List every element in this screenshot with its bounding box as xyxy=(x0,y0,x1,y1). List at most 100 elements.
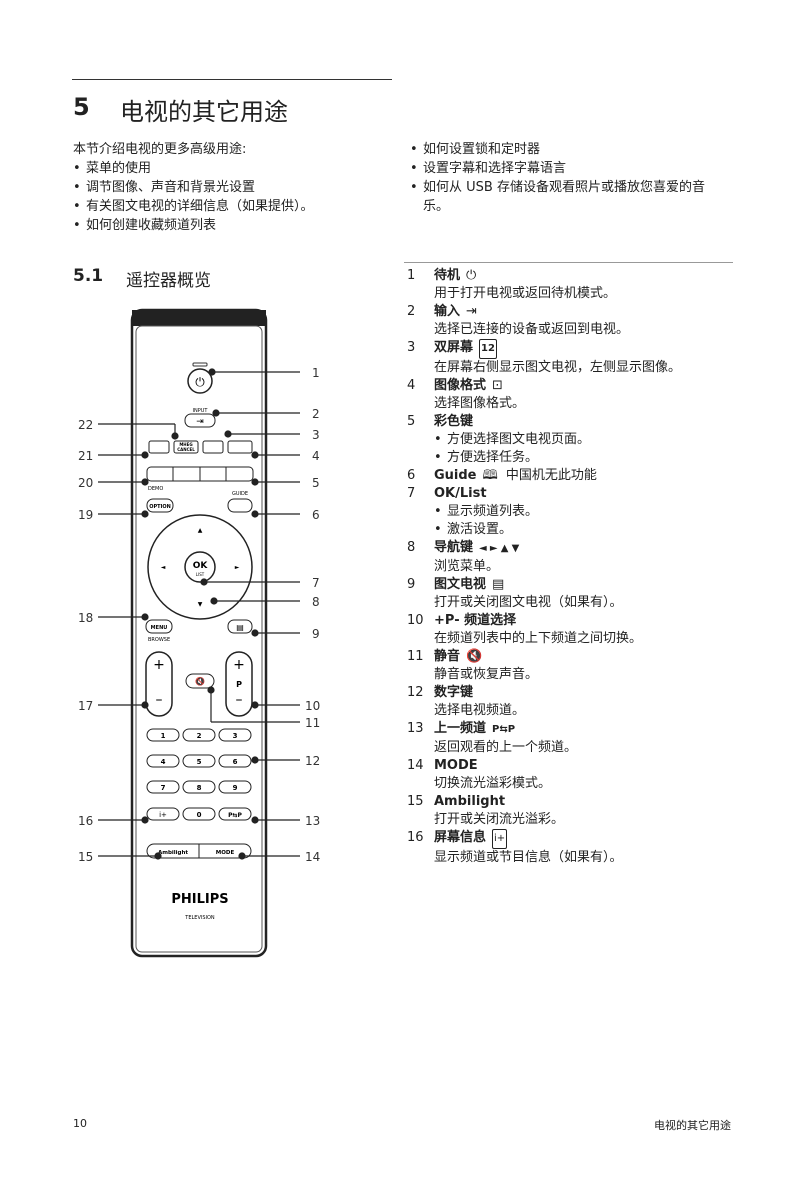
intro-lead: 本节介绍电视的更多高级用途: xyxy=(73,142,247,157)
digit-7: 7 xyxy=(161,784,166,792)
callout-3: 3 xyxy=(312,428,320,442)
input-icon: ⇥ xyxy=(466,304,477,319)
intro-left: 本节介绍电视的更多高级用途: •菜单的使用 •调节图像、声音和背景光设置 •有关… xyxy=(73,140,314,235)
svg-text:⏻: ⏻ xyxy=(195,375,205,389)
digit-5: 5 xyxy=(197,758,202,766)
pp-label: P⇆P xyxy=(228,812,242,819)
brand-logo: PHILIPS xyxy=(171,892,228,907)
intro-bullet: •如何从 USB 存储设备观看照片或播放您喜爱的音乐。 xyxy=(410,180,705,214)
callout-11: 11 xyxy=(305,716,320,730)
callout-5: 5 xyxy=(312,476,320,490)
top-rule xyxy=(72,79,392,80)
callout-10: 10 xyxy=(305,699,320,713)
browse-label: BROWSE xyxy=(148,637,170,643)
callout-16: 16 xyxy=(78,814,93,828)
svg-text:►: ► xyxy=(235,564,240,571)
callout-2: 2 xyxy=(312,407,320,421)
input-label: INPUT xyxy=(193,408,209,414)
arrow-keys-icon: ◄ ► ▲ ▼ xyxy=(479,543,520,554)
guide-label: GUIDE xyxy=(232,491,248,497)
previous-channel-icon: P⇆P xyxy=(492,724,516,735)
chapter-number: 5 xyxy=(73,93,90,121)
section-rule xyxy=(404,262,733,263)
svg-text:CANCEL: CANCEL xyxy=(177,447,195,452)
digit-2: 2 xyxy=(197,732,202,740)
digit-4: 4 xyxy=(161,758,166,766)
callout-7: 7 xyxy=(312,576,320,590)
power-button-shape xyxy=(187,368,213,394)
intro-bullet: •如何设置锁和定时器 xyxy=(410,142,541,157)
svg-text:▼: ▼ xyxy=(198,601,203,608)
digit-9: 9 xyxy=(233,784,238,792)
callout-15: 15 xyxy=(78,850,93,864)
p-label: P xyxy=(236,680,242,689)
section-number: 5.1 xyxy=(73,266,104,286)
intro-bullet: •有关图文电视的详细信息（如果提供）。 xyxy=(73,199,314,214)
svg-text:▲: ▲ xyxy=(198,527,203,534)
callout-13: 13 xyxy=(305,814,320,828)
svg-text:◄: ◄ xyxy=(161,564,166,571)
mode-label: MODE xyxy=(216,850,235,856)
info-icon: i+ xyxy=(492,829,508,849)
callout-20: 20 xyxy=(78,476,93,490)
section-title: 遥控器概览 xyxy=(126,271,211,291)
digit-3: 3 xyxy=(233,732,238,740)
list-label: LIST xyxy=(196,572,205,577)
mute-icon: 🔇 xyxy=(466,649,483,664)
brand-sub: TELEVISION xyxy=(184,915,215,921)
svg-text:MHEG: MHEG xyxy=(179,442,192,447)
svg-text:+: + xyxy=(153,657,165,673)
digit-6: 6 xyxy=(233,758,238,766)
intro-bullet: •菜单的使用 xyxy=(73,161,152,176)
svg-text:–: – xyxy=(236,692,243,708)
key-item: 10+P- 频道选择在频道列表中的上下频道之间切换。 xyxy=(407,613,643,646)
intro-bullet: •如何创建收藏频道列表 xyxy=(73,218,217,233)
digit-0: 0 xyxy=(197,811,202,819)
svg-text:+: + xyxy=(233,657,245,673)
picture-format-icon: ⊡ xyxy=(492,378,503,393)
intro-bullet: •设置字幕和选择字幕语言 xyxy=(410,161,567,176)
callout-18: 18 xyxy=(78,611,93,625)
intro-right: •如何设置锁和定时器 •设置字幕和选择字幕语言 •如何从 USB 存储设备观看照… xyxy=(410,140,730,216)
teletext-icon: ▤ xyxy=(492,577,505,592)
svg-text:–: – xyxy=(156,692,163,708)
callout-19: 19 xyxy=(78,508,93,522)
callout-22: 22 xyxy=(78,418,93,432)
callout-17: 17 xyxy=(78,699,93,713)
callout-14: 14 xyxy=(305,850,320,864)
svg-text:▤: ▤ xyxy=(236,623,244,632)
footer-chapter: 电视的其它用途 xyxy=(654,1119,731,1132)
digit-1: 1 xyxy=(161,732,166,740)
option-label: OPTION xyxy=(149,504,171,510)
demo-label: DEMO xyxy=(148,486,163,492)
callout-21: 21 xyxy=(78,449,93,463)
callout-1: 1 xyxy=(312,366,320,380)
remote-illustration: ⏻ INPUT ⇥ MHEG CANCEL DEMO GUIDE OPTION … xyxy=(78,308,320,958)
callout-6: 6 xyxy=(312,508,320,522)
menu-label: MENU xyxy=(151,625,168,631)
callout-4: 4 xyxy=(312,449,320,463)
ok-label: OK xyxy=(193,561,209,571)
svg-text:i+: i+ xyxy=(159,811,167,819)
callout-8: 8 xyxy=(312,595,320,609)
digit-8: 8 xyxy=(197,784,202,792)
callout-9: 9 xyxy=(312,627,320,641)
guide-book-icon: 🕮 xyxy=(482,468,498,483)
power-icon: ⏻ xyxy=(466,268,477,283)
chapter-title: 电视的其它用途 xyxy=(120,98,288,126)
